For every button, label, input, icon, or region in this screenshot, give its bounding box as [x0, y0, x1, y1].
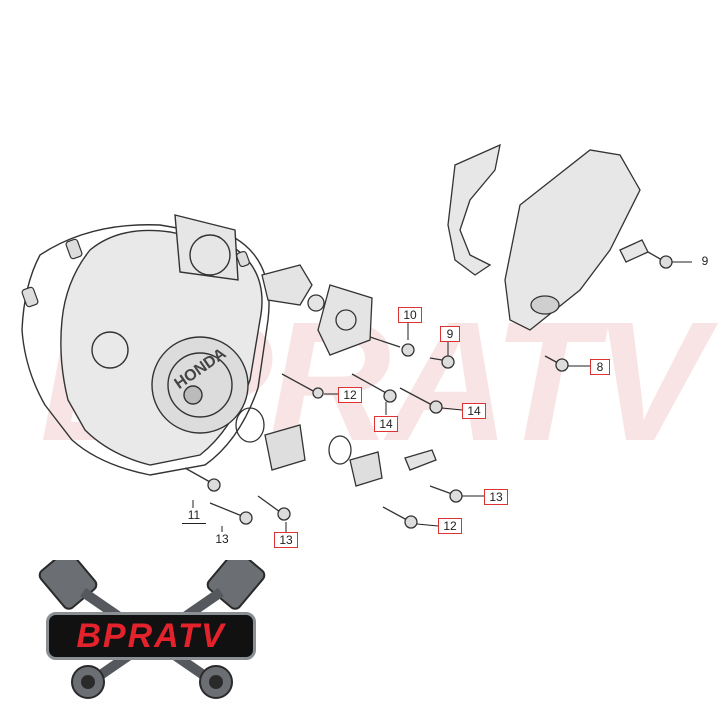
callout-14-lower: 14 [374, 416, 398, 432]
pump-cover [261, 264, 373, 356]
sprocket-guard [447, 143, 649, 331]
callout-13-middle: 13 [274, 532, 298, 548]
callout-11: 11 [182, 508, 206, 524]
callout-9-right: 9 [701, 254, 709, 268]
dowel-pins [21, 238, 250, 308]
bpratv-logo: BPRATV [28, 560, 276, 710]
leader-lines [192, 261, 692, 532]
logo-text: BPRATV [46, 612, 256, 660]
callout-8: 8 [590, 359, 610, 375]
callout-10: 10 [398, 307, 422, 323]
callout-12-lower: 12 [438, 518, 462, 534]
seals-and-plugs [235, 407, 383, 487]
callout-13-left: 13 [215, 532, 229, 546]
callout-9-center: 9 [440, 326, 460, 342]
crankcase-cover: HONDA [21, 214, 270, 476]
callout-12-upper: 12 [338, 387, 362, 403]
callout-14-right: 14 [462, 403, 486, 419]
bolts [184, 251, 673, 529]
callout-13-right: 13 [484, 489, 508, 505]
